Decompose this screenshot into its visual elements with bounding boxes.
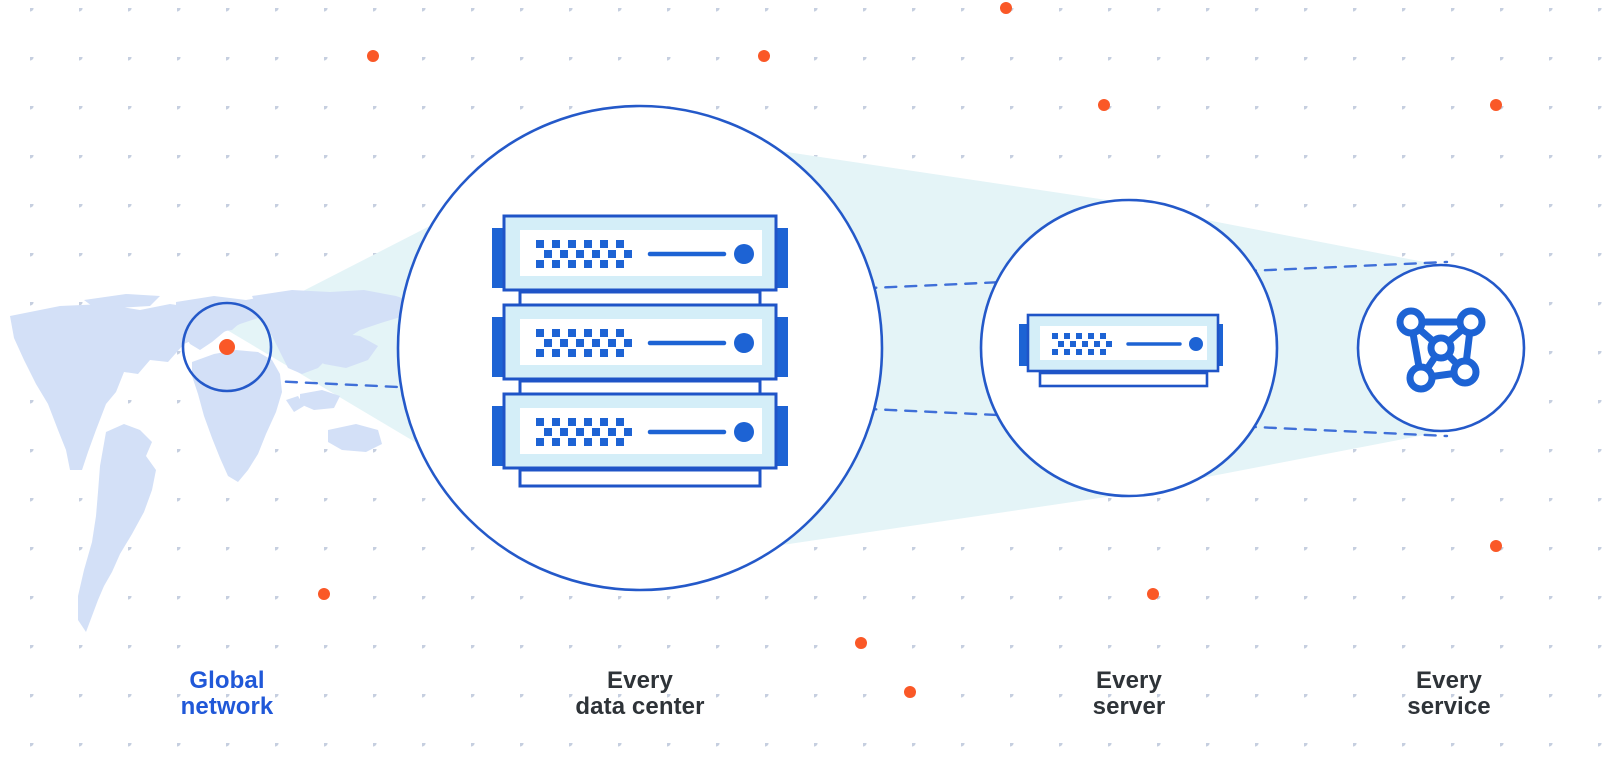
accent-dot (1000, 2, 1012, 14)
server-shelf (1038, 371, 1209, 388)
server-unit-1 (492, 214, 788, 292)
map-highlight-circle (181, 301, 273, 393)
accent-dot (367, 50, 379, 62)
accent-dot (1490, 99, 1502, 111)
server-unit-2 (492, 303, 788, 381)
label-line-2: server (1092, 693, 1166, 721)
label-line-2: data center (575, 693, 705, 721)
accent-dot (758, 50, 770, 62)
label-line-1: Every (607, 667, 673, 694)
label-line-2: service (1407, 693, 1491, 721)
rack-shelf-3 (518, 468, 762, 488)
accent-dot (1147, 588, 1159, 600)
stage-label-data-center: Every data center (520, 667, 760, 721)
data-center-circle-group (396, 104, 884, 592)
accent-dot (855, 637, 867, 649)
single-server-icon (1019, 313, 1223, 388)
label-line-1: Every (1096, 667, 1162, 694)
accent-dot (318, 588, 330, 600)
accent-dot (1490, 540, 1502, 552)
server-unit-3 (492, 392, 788, 470)
stage-label-service: Every service (1349, 667, 1549, 721)
accent-dot (904, 686, 916, 698)
network-nodes-icon (1396, 307, 1486, 393)
label-line-2: network (180, 693, 274, 721)
label-line-1: Every (1416, 667, 1482, 694)
world-map-icon (10, 290, 420, 632)
service-circle-group (1356, 263, 1526, 433)
map-marker-dot (219, 339, 235, 355)
stage-label-server: Every server (1029, 667, 1229, 721)
stage-label-global-network: Global network (127, 667, 327, 721)
label-line-1: Global (189, 667, 265, 694)
accent-dots-group (318, 2, 1502, 698)
accent-dot (1098, 99, 1110, 111)
server-circle-group (979, 198, 1279, 498)
